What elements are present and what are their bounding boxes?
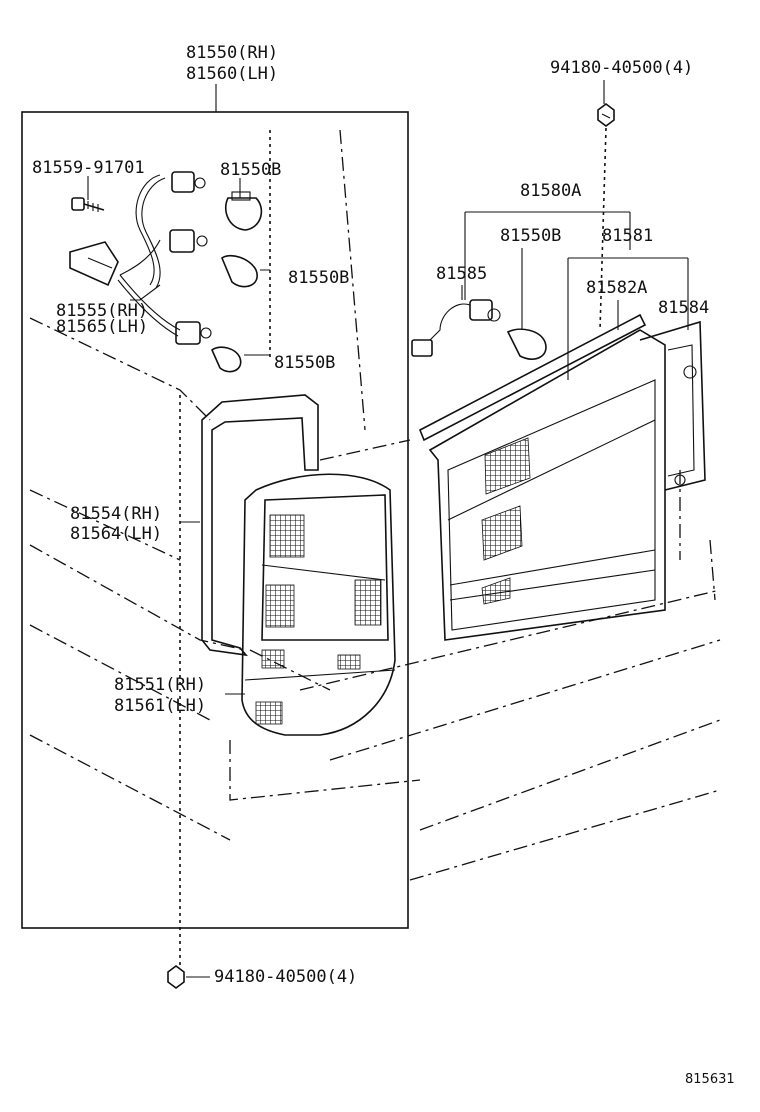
label-nut-top: 94180-40500(4) (550, 58, 693, 78)
part-labels: 81550(RH) 81560(LH) 94180-40500(4) 81559… (32, 43, 735, 1087)
label-bulb-b4: 81550B (500, 226, 561, 246)
label-gasket-center: 81584 (658, 298, 709, 318)
leader-lines (87, 80, 689, 978)
label-nut-bottom: 94180-40500(4) (214, 967, 357, 987)
center-garnish-assembly (418, 313, 706, 641)
label-bulb-b3: 81550B (274, 353, 335, 373)
label-gasket-rh: 81554(RH) (70, 504, 162, 524)
label-housing-rh: 81550(RH) (186, 43, 278, 63)
figure-code: 815631 (685, 1072, 735, 1087)
label-socket-rh: 81555(RH) (56, 301, 148, 321)
label-housing-lh: 81560(LH) (186, 64, 278, 84)
label-lens-center: 81582A (586, 278, 647, 298)
housing-box (21, 111, 409, 929)
bulbs-housing (211, 191, 263, 373)
nut-top (597, 103, 615, 127)
label-gasket-lh: 81564(LH) (70, 524, 162, 544)
gasket-part (201, 394, 319, 657)
label-assy: 81580A (520, 181, 581, 201)
label-bulb-b2: 81550B (288, 268, 349, 288)
vehicle-body-outline (29, 129, 721, 881)
label-lens-lh: 81561(LH) (114, 696, 206, 716)
label-bulb-b1: 81550B (220, 160, 281, 180)
bulb-wire-right (411, 299, 547, 360)
combination-lamp-lens (241, 473, 396, 736)
screw-part (71, 197, 105, 212)
nut-bottom (167, 965, 185, 989)
label-lens-rh: 81551(RH) (114, 675, 206, 695)
label-garnish: 81581 (602, 226, 653, 246)
label-socket-lh: 81565(LH) (56, 317, 148, 337)
socket-wire-harness (69, 171, 212, 345)
label-wire: 81585 (436, 264, 487, 284)
label-screw: 81559-91701 (32, 158, 145, 178)
